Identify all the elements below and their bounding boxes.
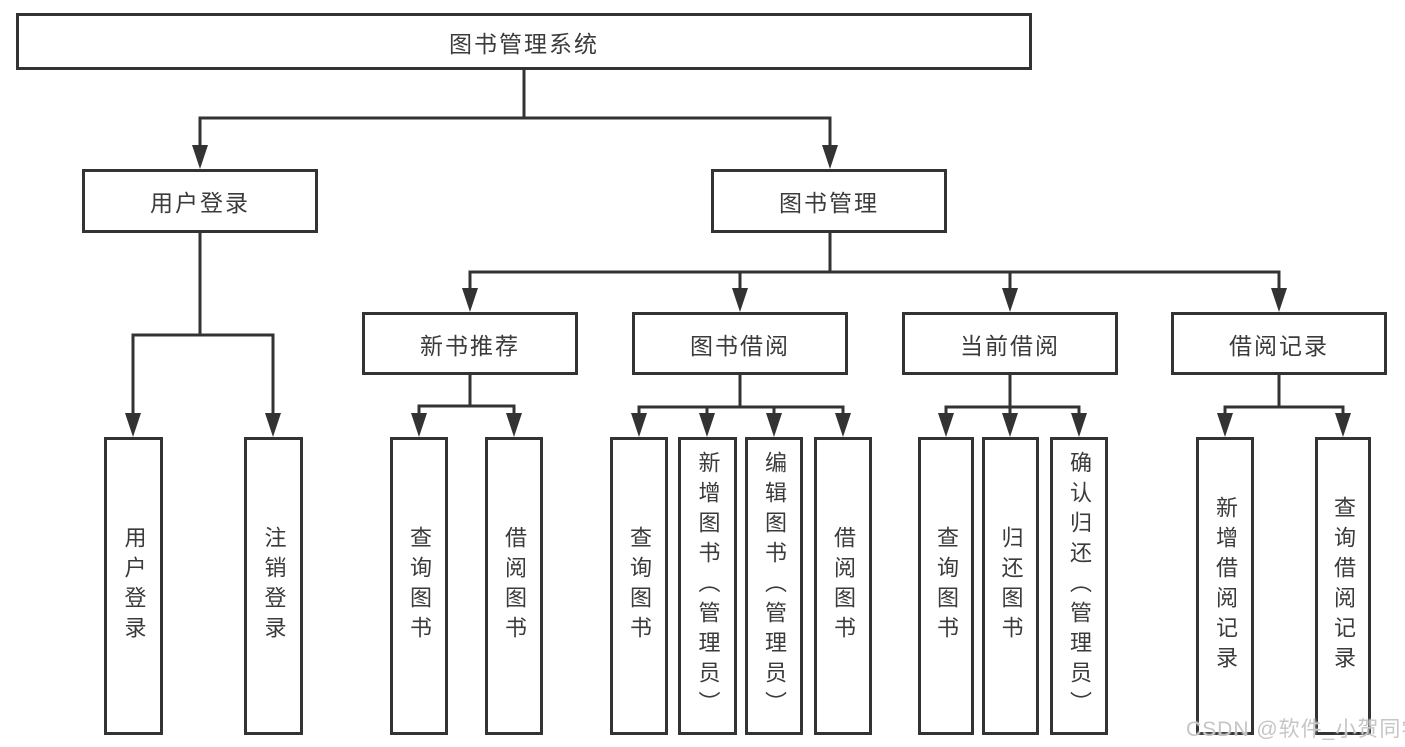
connector-borrowing-records-children	[1223, 375, 1345, 416]
node-borrowing-records: 借阅记录	[1171, 312, 1387, 375]
node-label: 查询图书	[407, 526, 432, 646]
node-book-management: 图书管理	[711, 169, 947, 233]
node-label: 查询图书	[934, 526, 959, 646]
node-label: 图书借阅	[690, 332, 790, 359]
arrowheads-user-login-children	[125, 413, 281, 437]
arrowheads-book-management-children	[462, 288, 1287, 312]
leaf-query-borrow-record: 查询借阅记录	[1315, 437, 1371, 735]
leaf-edit-books-admin: 编辑图书（管理员）	[745, 437, 803, 735]
arrowheads-new-book-children	[411, 413, 522, 437]
node-label: 新书推荐	[420, 332, 520, 359]
leaf-borrow-books-recommend: 借阅图书	[485, 437, 543, 735]
node-label: 借阅图书	[502, 526, 527, 646]
node-new-book-recommendation: 新书推荐	[362, 312, 578, 375]
connector-root-to-level2	[198, 69, 832, 148]
node-label: 借阅记录	[1229, 332, 1329, 359]
node-label: 借阅图书	[831, 526, 856, 646]
connector-new-book-children	[417, 375, 516, 416]
leaf-query-books-borrowing: 查询图书	[610, 437, 668, 735]
node-library-management-system: 图书管理系统	[16, 13, 1032, 70]
leaf-add-borrow-record: 新增借阅记录	[1196, 437, 1254, 735]
node-label: 查询借阅记录	[1331, 496, 1356, 676]
node-label: 图书管理系统	[449, 30, 599, 57]
node-label: 归还图书	[998, 526, 1024, 646]
node-label: 图书管理	[779, 190, 879, 216]
node-label: 注销登录	[261, 526, 287, 646]
node-user-login: 用户登录	[82, 169, 318, 233]
node-label: 用户登录	[150, 190, 250, 216]
node-label: 当前借阅	[960, 332, 1060, 359]
leaf-logout: 注销登录	[244, 437, 303, 735]
leaf-query-books-recommend: 查询图书	[390, 437, 448, 735]
node-label: 确认归还（管理员）	[1067, 451, 1092, 721]
arrowheads-root-to-level2	[192, 145, 838, 169]
node-label: 新增图书（管理员）	[695, 451, 721, 721]
leaf-add-books-admin: 新增图书（管理员）	[678, 437, 737, 735]
connector-current-borrowing-children	[944, 375, 1081, 416]
arrowheads-book-borrowing-children	[631, 413, 851, 437]
leaf-confirm-return-admin: 确认归还（管理员）	[1050, 437, 1108, 735]
node-label: 查询图书	[627, 526, 652, 646]
connector-book-management-children	[468, 233, 1281, 291]
leaf-query-books-current: 查询图书	[918, 437, 974, 735]
arrowheads-current-borrowing-children	[938, 413, 1087, 437]
csdn-watermark: CSDN @软件_小贺同学	[1186, 718, 1405, 741]
node-label: 用户登录	[121, 526, 147, 646]
leaf-user-login: 用户登录	[104, 437, 163, 735]
node-book-borrowing: 图书借阅	[632, 312, 848, 375]
connector-user-login-children	[131, 233, 275, 416]
leaf-borrow-books-borrowing: 借阅图书	[814, 437, 872, 735]
node-label: 新增借阅记录	[1213, 496, 1238, 676]
node-current-borrowing: 当前借阅	[902, 312, 1118, 375]
arrowheads-borrowing-records-children	[1217, 413, 1351, 437]
node-label: 编辑图书（管理员）	[762, 451, 787, 721]
connector-book-borrowing-children	[637, 375, 845, 416]
leaf-return-books: 归还图书	[982, 437, 1039, 735]
